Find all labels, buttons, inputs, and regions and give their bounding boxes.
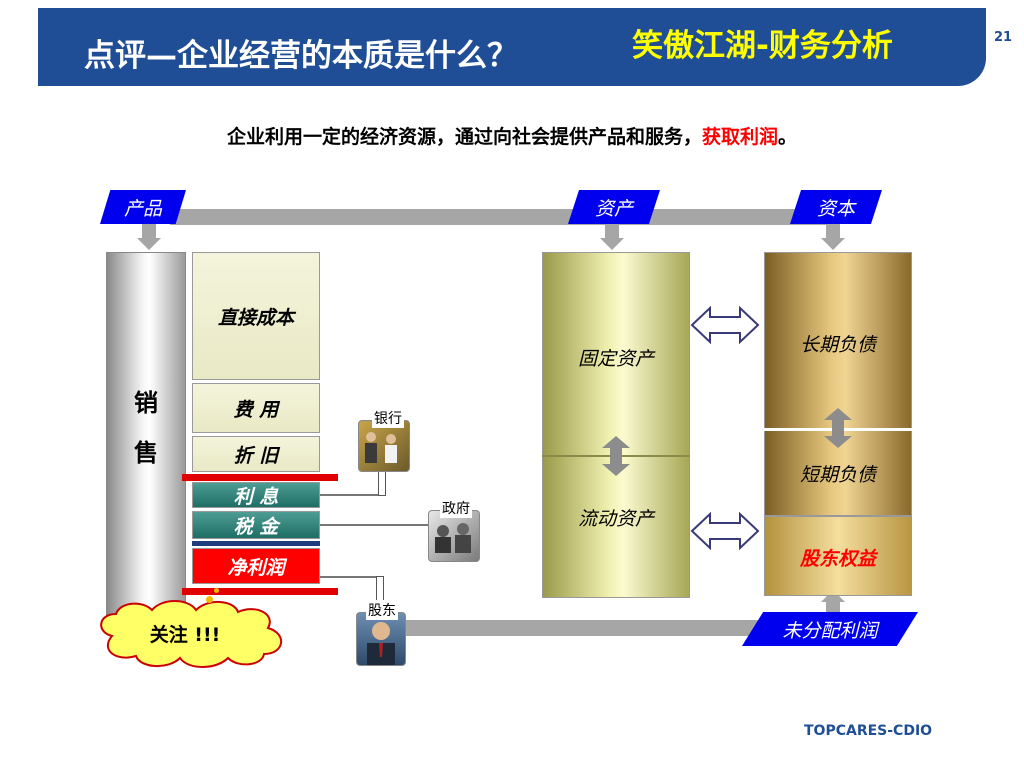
government-caption: 政府 [440, 498, 472, 518]
equity-section [764, 516, 912, 596]
callout-text: 关注 !!! [149, 624, 221, 646]
assets-cylinder [542, 252, 690, 598]
statement: 企业利用一定的经济资源，通过向社会提供产品和服务，获取利润。 [0, 122, 1024, 149]
statement-suffix: 。 [778, 126, 798, 148]
page-number: 21 [994, 30, 1013, 45]
government-meeting-icon [435, 523, 471, 553]
block-depreciation: 折 旧 [192, 436, 320, 472]
top-pipe [170, 209, 840, 225]
long-term-debt-label: 长期负债 [799, 334, 876, 356]
double-arrow-top-icon [690, 306, 760, 344]
bank-icon [358, 420, 410, 472]
assets-updown-arrow-icon [602, 436, 630, 476]
callout-pointer-dot-small [214, 588, 219, 593]
arrow-assets-down [600, 238, 624, 250]
equity-label: 股东权益 [799, 548, 876, 570]
dark-divider [192, 541, 320, 546]
red-divider-top [182, 474, 338, 481]
tag-assets: 资产 [568, 190, 660, 224]
brand-title: 笑傲江湖-财务分析 [632, 28, 893, 64]
sales-cylinder [106, 252, 186, 622]
shareholder-caption: 股东 [366, 600, 398, 620]
block-interest: 利 息 [192, 482, 320, 508]
current-assets-label: 流动资产 [577, 508, 654, 530]
slide-title: 点评—企业经营的本质是什么？ [84, 38, 518, 74]
block-tax: 税 金 [192, 511, 320, 539]
block-direct-cost: 直接成本 [192, 252, 320, 380]
shareholder-person-icon [367, 622, 395, 665]
tag-capital: 资本 [790, 190, 882, 224]
short-term-debt-label: 短期负债 [799, 464, 876, 486]
sales-label-line2: 售 [134, 439, 158, 467]
footer-brand: TOPCARES-CDIO [804, 723, 933, 739]
sales-label-line1: 销 [134, 389, 158, 417]
pipe-capital-down [826, 224, 840, 238]
shareholder-icon [356, 612, 406, 666]
double-arrow-bottom-icon [690, 512, 760, 550]
fixed-assets-label: 固定资产 [577, 348, 654, 370]
tag-product: 产品 [100, 190, 186, 224]
bottom-pipe [405, 620, 845, 636]
government-icon [428, 510, 480, 562]
bank-people-icon [365, 432, 397, 463]
statement-prefix: 企业利用一定的经济资源，通过向社会提供产品和服务， [226, 126, 702, 148]
pipe-assets-down [605, 224, 619, 238]
arrow-capital-down [821, 238, 845, 250]
line-profit-shareholder [320, 576, 382, 578]
sales-label: 销 售 [106, 378, 186, 478]
pipe-product-down [142, 224, 156, 238]
capital-cylinder-debt [764, 252, 912, 516]
block-net-profit: 净利润 [192, 548, 320, 584]
red-divider-bottom [182, 588, 338, 595]
bank-caption: 银行 [372, 408, 404, 428]
statement-highlight: 获取利润 [701, 126, 778, 148]
callout-cloud [100, 600, 282, 668]
block-expense: 费 用 [192, 383, 320, 433]
callout-pointer-dot [206, 596, 213, 603]
tag-retained-profit: 未分配利润 [742, 612, 918, 646]
line-tax-government [320, 524, 428, 526]
arrow-product-down [137, 238, 161, 250]
line-interest-bank [320, 494, 384, 496]
header-banner [38, 8, 986, 86]
capital-updown-arrow-icon [824, 408, 852, 448]
